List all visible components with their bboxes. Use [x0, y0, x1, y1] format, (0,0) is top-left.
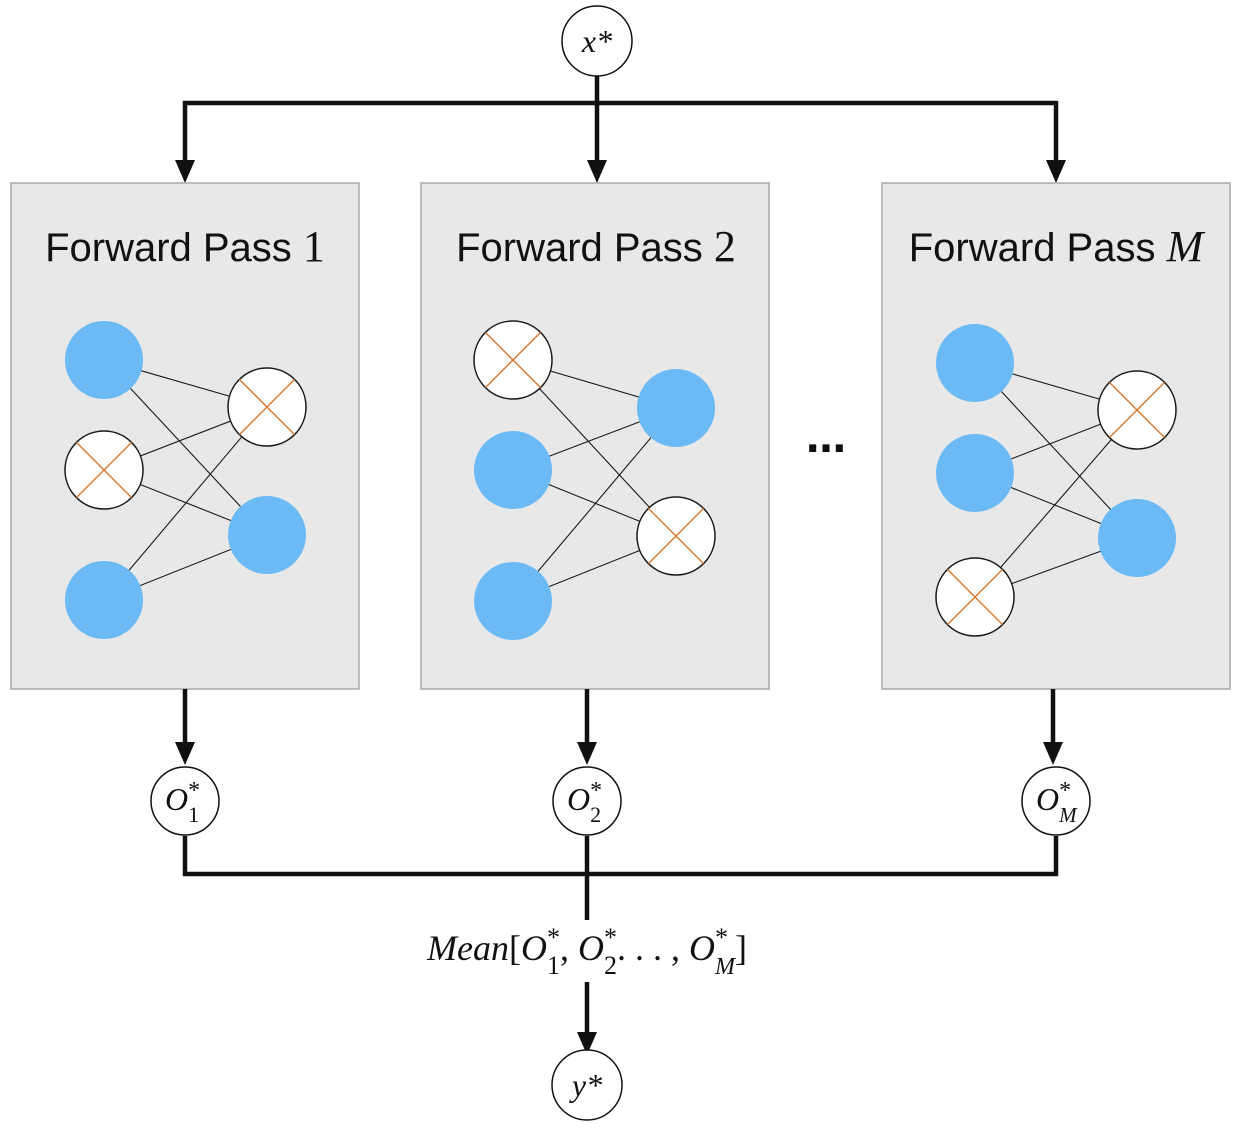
- network-edge: [103, 359, 268, 536]
- output-merge-connectors: [175, 689, 1063, 1055]
- mean-term-1-sub: 1: [547, 951, 560, 980]
- dropped-neuron: [227, 367, 307, 447]
- panel-title: Forward Pass 2: [456, 222, 736, 271]
- dropped-neuron: [473, 320, 553, 400]
- active-neuron: [1098, 499, 1176, 577]
- pass-output-label: O*M: [1036, 778, 1078, 827]
- active-neuron: [936, 434, 1014, 512]
- input-split-connectors: [175, 76, 1066, 183]
- pass-output-label: O*1: [165, 778, 200, 827]
- dropped-neuron: [935, 557, 1015, 637]
- panel-title: Forward Pass 1: [45, 222, 325, 271]
- pass-output-2: O*2: [552, 766, 622, 836]
- network-edge: [512, 359, 677, 537]
- network-edge: [974, 409, 1138, 598]
- mean-func: Mean: [426, 928, 509, 968]
- active-neuron: [474, 562, 552, 640]
- active-neuron: [474, 431, 552, 509]
- mean-close-bracket: ]: [735, 928, 747, 968]
- active-neuron: [936, 324, 1014, 402]
- forward-pass-panel-1: Forward Pass 1: [10, 182, 360, 690]
- active-neuron: [65, 321, 143, 399]
- mean-term-1-base: O: [521, 928, 547, 968]
- mean-term-m-sup: *: [715, 923, 728, 952]
- panel-title-index: 2: [714, 222, 736, 271]
- network-edge: [103, 406, 268, 601]
- dropped-neuron: [64, 430, 144, 510]
- forward-pass-panel-3: Forward Pass M: [881, 182, 1231, 690]
- pass-output-1: O*1: [150, 766, 220, 836]
- pass-outputs: O*1 O*2 O*M: [150, 766, 1091, 836]
- output-node: y*: [551, 1049, 623, 1121]
- panel-ellipsis: …: [806, 416, 846, 462]
- network-edge: [512, 407, 677, 602]
- output-node-label: y*: [569, 1067, 602, 1103]
- mean-term-m-sub: M: [714, 954, 737, 980]
- mean-term-m-base: O: [689, 928, 715, 968]
- mean-term-1-sup: *: [547, 923, 560, 952]
- input-node-label: x*: [581, 23, 612, 59]
- active-neuron: [65, 561, 143, 639]
- network-nodes: [64, 321, 307, 639]
- panel-title-index: M: [1166, 222, 1206, 271]
- panel-title-text: Forward Pass: [45, 226, 303, 270]
- mean-term-2-sup: *: [604, 923, 617, 952]
- pass-output-3: O*M: [1021, 766, 1091, 836]
- panel-title-text: Forward Pass: [909, 226, 1167, 270]
- dropped-neuron: [636, 496, 716, 576]
- panel-title: Forward Pass M: [909, 222, 1206, 271]
- network-nodes: [935, 324, 1177, 637]
- mean-term-2-base: O: [578, 928, 604, 968]
- mean-open-bracket: [: [509, 928, 521, 968]
- dropped-neuron: [1097, 370, 1177, 450]
- pass-output-label: O*2: [567, 778, 602, 827]
- mean-dots: . . . ,: [617, 928, 680, 968]
- active-neuron: [637, 369, 715, 447]
- mean-term-2-sub: 2: [604, 951, 617, 980]
- active-neuron: [228, 496, 306, 574]
- forward-pass-panel-2: Forward Pass 2: [420, 182, 770, 690]
- panel-title-text: Forward Pass: [456, 226, 714, 270]
- input-node: x*: [561, 5, 633, 77]
- mean-aggregation-label: Mean[O*1, O*2. . . , O*M]: [426, 923, 747, 980]
- panel-title-index: 1: [303, 222, 325, 271]
- network-edge: [974, 362, 1138, 539]
- network-nodes: [473, 320, 716, 640]
